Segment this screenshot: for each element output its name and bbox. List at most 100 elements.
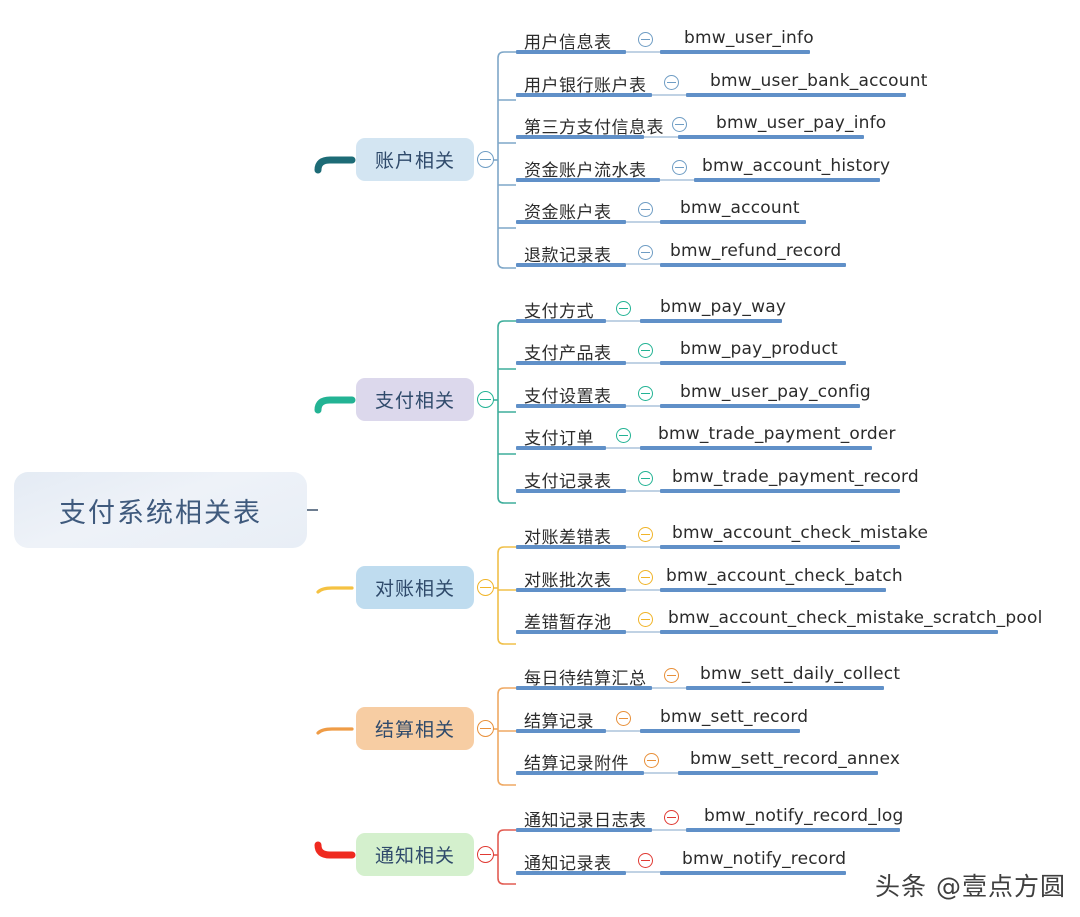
collapse-circle-minus-icon-leaf[interactable] <box>638 527 653 542</box>
collapse-circle-minus-icon-leaf[interactable] <box>672 117 687 132</box>
collapse-circle-minus-icon-account[interactable] <box>477 151 494 168</box>
root-node-label: 支付系统相关表 <box>59 497 262 529</box>
leaf-label-cn[interactable]: 资金账户流水表 <box>524 161 647 181</box>
leaf-label-cn[interactable]: 结算记录附件 <box>524 754 629 774</box>
leaf-label-cn[interactable]: 支付记录表 <box>524 472 612 492</box>
leaf-underline-en <box>660 404 860 408</box>
leaf-underline-en <box>660 630 998 634</box>
leaf-label-en[interactable]: bmw_refund_record <box>670 241 842 261</box>
collapse-circle-minus-icon-payment[interactable] <box>477 391 494 408</box>
leaf-underline-cn <box>516 686 652 690</box>
branch-label-payment: 支付相关 <box>374 390 455 412</box>
leaf-label-en[interactable]: bmw_sett_daily_collect <box>700 664 901 684</box>
leaf-label-en[interactable]: bmw_pay_way <box>660 297 787 317</box>
leaf-underline-cn <box>516 50 626 54</box>
collapse-circle-minus-icon-leaf[interactable] <box>644 753 659 768</box>
leaf-underline-en <box>686 93 906 97</box>
leaf-underline-cn <box>516 489 626 493</box>
leaf-underline-cn <box>516 263 626 267</box>
leaf-label-en[interactable]: bmw_account_history <box>702 156 891 176</box>
leaf-underline-cn <box>516 588 626 592</box>
collapse-circle-minus-icon-leaf[interactable] <box>616 301 631 316</box>
leaf-label-cn[interactable]: 支付设置表 <box>524 387 612 407</box>
collapse-circle-minus-icon-leaf[interactable] <box>616 711 631 726</box>
leaf-underline-cn <box>516 220 626 224</box>
collapse-circle-minus-icon-leaf[interactable] <box>638 245 653 260</box>
leaf-label-cn[interactable]: 对账批次表 <box>524 571 612 591</box>
leaf-label-cn[interactable]: 通知记录日志表 <box>524 811 647 831</box>
leaf-label-en[interactable]: bmw_sett_record_annex <box>690 749 901 769</box>
collapse-circle-minus-icon-leaf[interactable] <box>664 668 679 683</box>
leaf-label-cn[interactable]: 用户银行账户表 <box>524 76 647 96</box>
leaf-underline-cn <box>516 871 626 875</box>
leaf-underline-cn <box>516 446 606 450</box>
branch-node-reconcile[interactable]: 对账相关 <box>356 566 474 609</box>
collapse-circle-minus-icon-leaf[interactable] <box>638 612 653 627</box>
branch-node-notify[interactable]: 通知相关 <box>356 833 474 876</box>
leaf-label-cn[interactable]: 第三方支付信息表 <box>524 118 664 138</box>
leaf-label-cn[interactable]: 资金账户表 <box>524 203 612 223</box>
collapse-circle-minus-icon-leaf[interactable] <box>638 570 653 585</box>
leaf-label-cn[interactable]: 支付方式 <box>524 302 594 322</box>
collapse-circle-minus-icon-reconcile[interactable] <box>477 579 494 596</box>
branch-label-notify: 通知相关 <box>374 845 455 867</box>
root-node[interactable]: 支付系统相关表 <box>14 472 307 548</box>
leaf-label-en[interactable]: bmw_user_pay_info <box>716 113 887 133</box>
collapse-circle-minus-icon-leaf[interactable] <box>638 202 653 217</box>
leaf-label-cn[interactable]: 支付订单 <box>524 429 594 449</box>
leaf-label-cn[interactable]: 支付产品表 <box>524 344 612 364</box>
branch-node-settle[interactable]: 结算相关 <box>356 707 474 750</box>
leaf-underline-cn <box>516 361 626 365</box>
leaf-underline-en <box>660 871 846 875</box>
collapse-circle-minus-icon-settle[interactable] <box>477 720 494 737</box>
collapse-circle-minus-icon-leaf[interactable] <box>638 853 653 868</box>
leaf-underline-en <box>686 828 900 832</box>
leaf-underline-en <box>640 446 872 450</box>
leaf-label-en[interactable]: bmw_user_bank_account <box>710 71 928 91</box>
collapse-circle-minus-icon-leaf[interactable] <box>664 810 679 825</box>
leaf-underline-cn <box>516 771 644 775</box>
leaf-label-en[interactable]: bmw_account_check_batch <box>666 566 903 586</box>
leaf-label-en[interactable]: bmw_account_check_mistake_scratch_pool <box>668 608 1043 628</box>
leaf-underline-en <box>640 319 782 323</box>
leaf-label-cn[interactable]: 退款记录表 <box>524 246 612 266</box>
leaf-label-en[interactable]: bmw_sett_record <box>660 707 809 727</box>
leaf-underline-en <box>686 686 884 690</box>
leaf-label-en[interactable]: bmw_notify_record <box>682 849 847 869</box>
leaf-underline-cn <box>516 828 652 832</box>
collapse-circle-minus-icon-leaf[interactable] <box>638 343 653 358</box>
leaf-label-en[interactable]: bmw_user_info <box>684 28 814 48</box>
watermark-text: 头条 @壹点方圆 <box>875 872 1066 901</box>
leaf-label-en[interactable]: bmw_notify_record_log <box>704 806 904 826</box>
leaf-underline-cn <box>516 404 626 408</box>
collapse-circle-minus-icon-leaf[interactable] <box>638 471 653 486</box>
leaf-label-cn[interactable]: 结算记录 <box>524 712 594 732</box>
leaf-underline-en <box>660 263 846 267</box>
leaf-label-en[interactable]: bmw_trade_payment_record <box>672 467 919 487</box>
leaf-label-en[interactable]: bmw_user_pay_config <box>680 382 871 402</box>
leaf-label-cn[interactable]: 用户信息表 <box>524 33 612 53</box>
leaf-label-cn[interactable]: 每日待结算汇总 <box>524 669 647 689</box>
branch-node-account[interactable]: 账户相关 <box>356 138 474 181</box>
leaf-underline-en <box>694 178 880 182</box>
leaf-label-en[interactable]: bmw_trade_payment_order <box>658 424 896 444</box>
collapse-circle-minus-icon-leaf[interactable] <box>638 386 653 401</box>
branch-label-reconcile: 对账相关 <box>374 578 455 600</box>
leaf-label-en[interactable]: bmw_account <box>680 198 800 218</box>
collapse-circle-minus-icon-leaf[interactable] <box>638 32 653 47</box>
branch-node-payment[interactable]: 支付相关 <box>356 378 474 421</box>
collapse-circle-minus-icon-leaf[interactable] <box>672 160 687 175</box>
leaf-label-cn[interactable]: 对账差错表 <box>524 528 612 548</box>
leaf-underline-cn <box>516 178 660 182</box>
collapse-circle-minus-icon-leaf[interactable] <box>664 75 679 90</box>
collapse-circle-minus-icon-leaf[interactable] <box>616 428 631 443</box>
leaf-label-en[interactable]: bmw_account_check_mistake <box>672 523 929 543</box>
leaf-label-cn[interactable]: 通知记录表 <box>524 854 612 874</box>
leaf-label-cn[interactable]: 差错暂存池 <box>524 613 612 633</box>
leaf-label-en[interactable]: bmw_pay_product <box>680 339 838 359</box>
branch-label-account: 账户相关 <box>374 150 455 172</box>
collapse-circle-minus-icon-notify[interactable] <box>477 846 494 863</box>
leaf-underline-en <box>678 135 864 139</box>
leaf-underline-en <box>660 50 810 54</box>
